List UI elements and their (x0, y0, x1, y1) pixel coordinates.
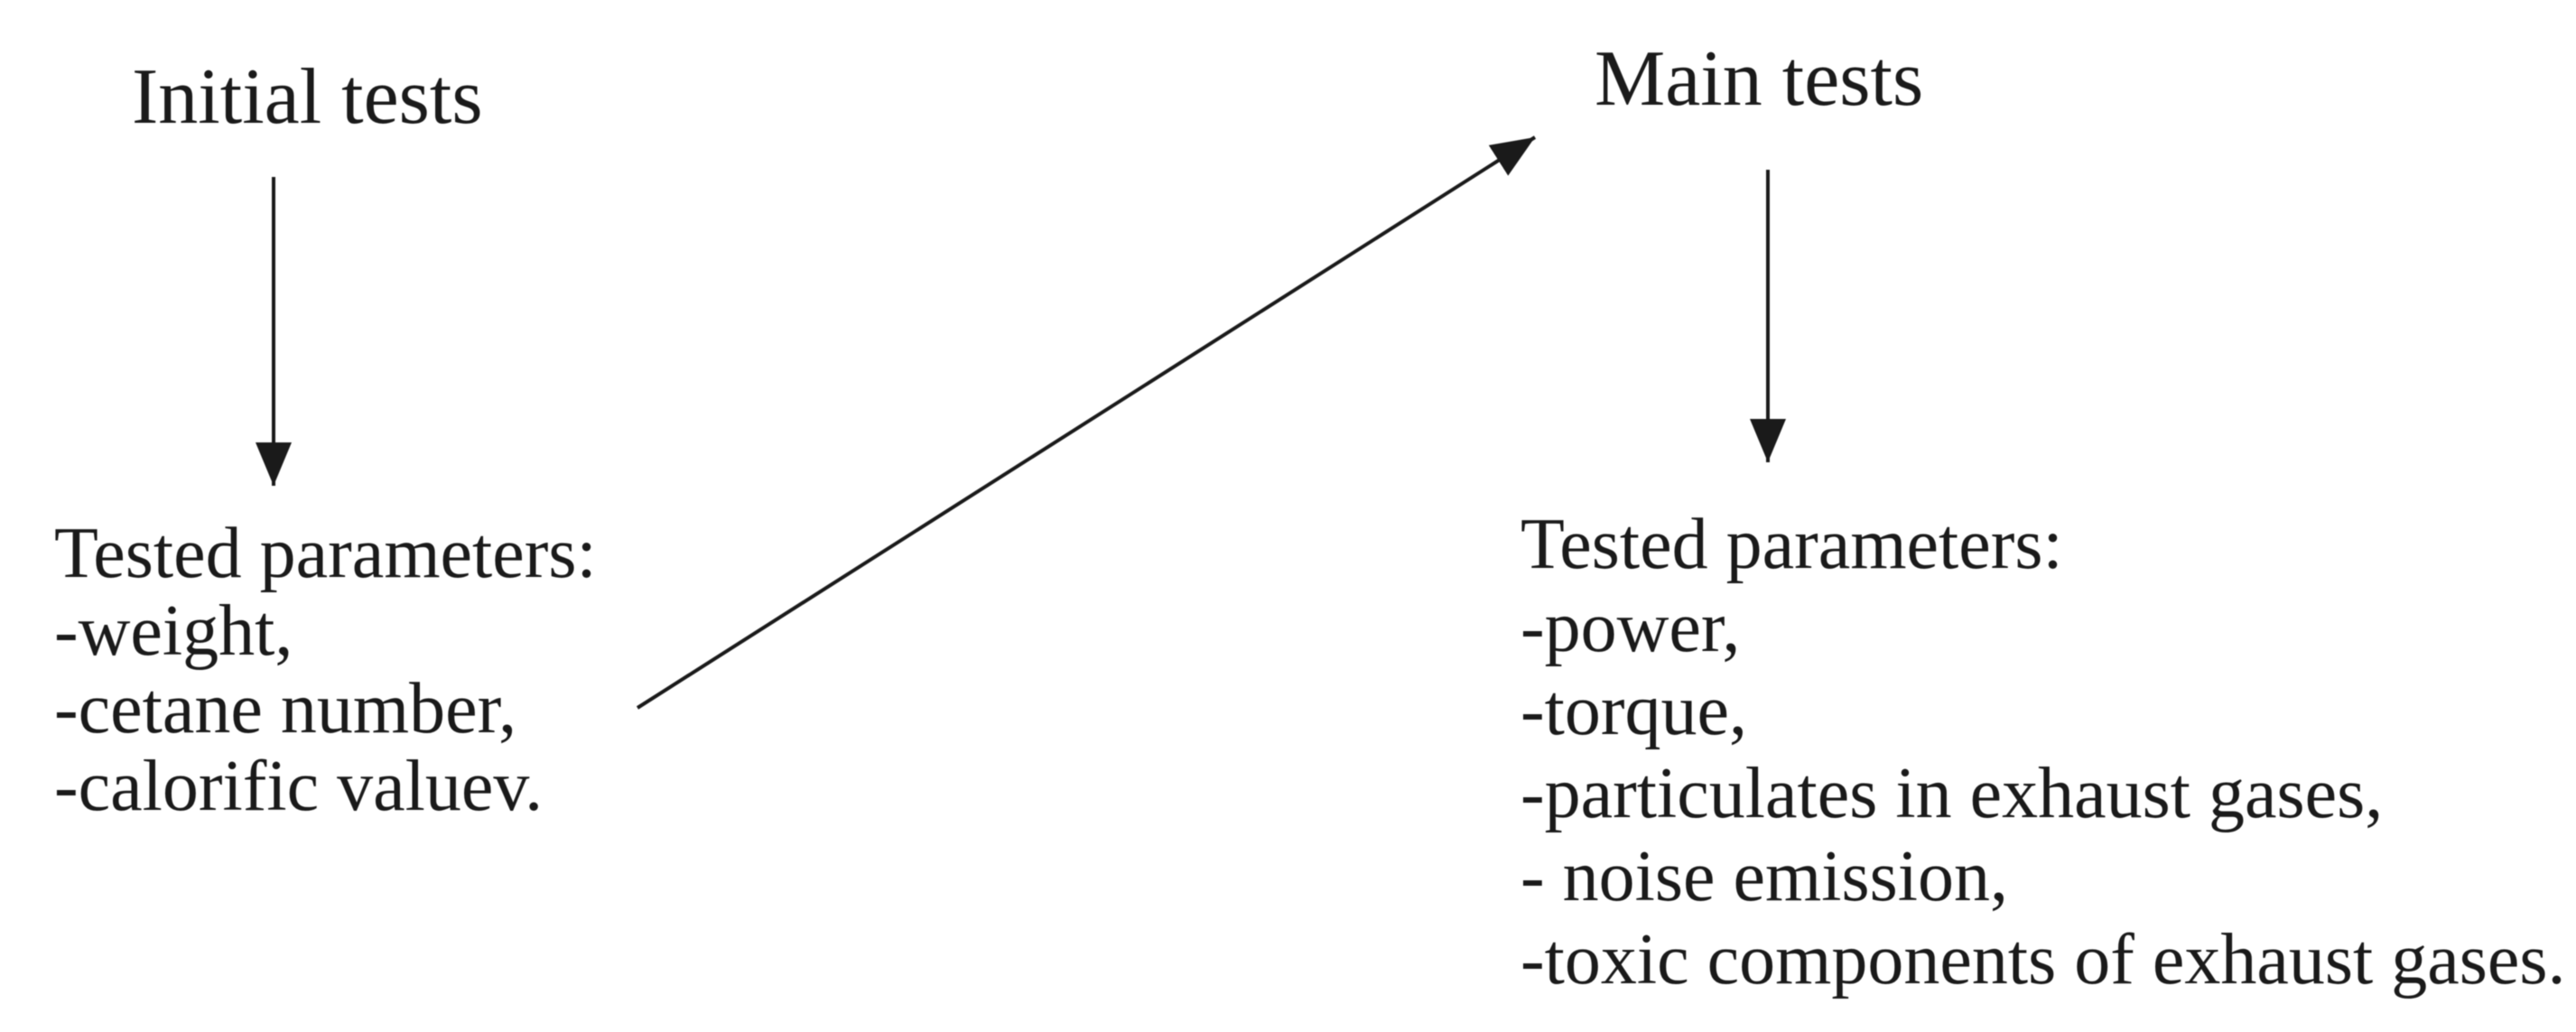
main-param-item: -power, (1520, 588, 1741, 667)
main-tests-title: Main tests (1595, 35, 1924, 123)
initial-params-block: Tested parameters: -weight, -cetane numb… (54, 515, 597, 825)
diagonal-arrow-to-main-tests (636, 135, 1537, 710)
initial-params-heading: Tested parameters: (54, 514, 597, 593)
initial-param-item: -cetane number, (54, 669, 517, 748)
main-params-block: Tested parameters: -power, -torque, -par… (1520, 503, 2566, 1001)
initial-param-item: -calorific valuev. (54, 747, 544, 826)
main-params-heading: Tested parameters: (1520, 505, 2063, 584)
initial-param-item: -weight, (54, 591, 293, 671)
main-param-item: - noise emission, (1520, 837, 2008, 916)
main-param-item: -toxic components of exhaust gases. (1520, 920, 2566, 999)
initial-tests-title: Initial tests (132, 53, 483, 141)
main-param-item: -particulates in exhaust gases, (1520, 754, 2384, 833)
main-param-item: -torque, (1520, 671, 1748, 750)
